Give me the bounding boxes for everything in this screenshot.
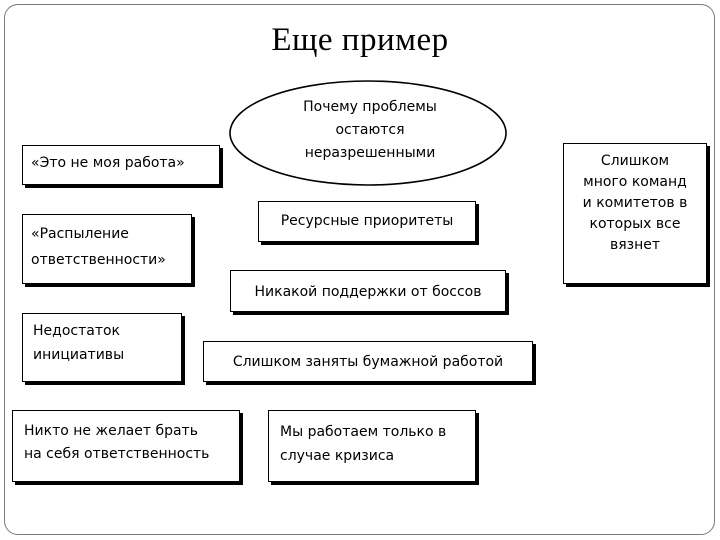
box-lack-initiative: Недостаток инициативы [22,313,182,382]
box-resource-priorities-text: Ресурсные приоритеты [280,213,454,229]
box-resource-priorities: Ресурсные приоритеты [258,201,476,242]
box-nobody-responsible: Никто не желает брать на себя ответствен… [12,410,240,482]
central-question: Почему проблемы остаются неразрешенными [303,99,437,161]
box-too-many-teams-text: Слишком много команд и комитетов в котор… [582,153,688,253]
box-no-boss-support-text: Никакой поддержки от боссов [254,284,482,300]
box-too-many-teams: Слишком много команд и комитетов в котор… [563,143,707,284]
slide-title: Еще пример [271,22,449,58]
box-not-my-job-text: «Это не моя работа» [31,155,185,171]
box-paperwork: Слишком заняты бумажной работой [203,341,533,382]
box-no-boss-support: Никакой поддержки от боссов [230,270,506,312]
box-nobody-responsible-text: Никто не желает брать на себя ответствен… [24,423,210,462]
box-paperwork-text: Слишком заняты бумажной работой [232,354,504,370]
box-not-my-job: «Это не моя работа» [22,145,220,185]
box-spread-responsibility-text: «Распыление ответственности» [31,226,166,268]
box-spread-responsibility: «Распыление ответственности» [22,214,192,284]
box-crisis-only-text: Мы работаем только в случае кризиса [280,424,447,464]
box-lack-initiative-text: Недостаток инициативы [33,323,125,363]
box-crisis-only: Мы работаем только в случае кризиса [268,410,476,482]
